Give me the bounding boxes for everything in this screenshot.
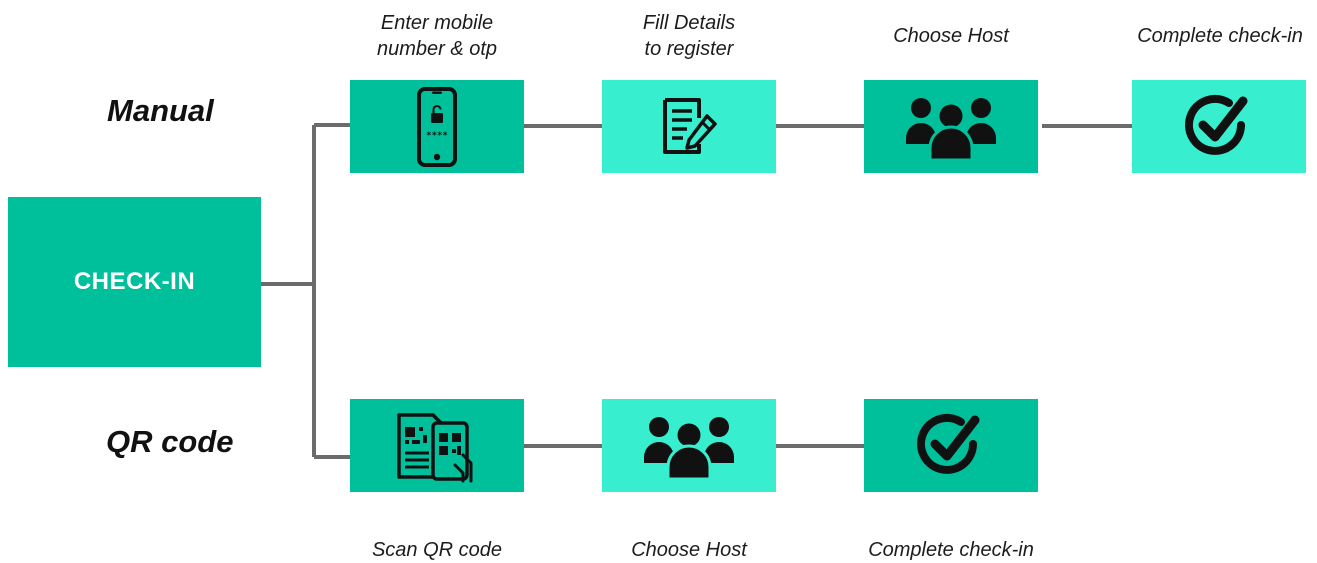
root-node-label: CHECK-IN [73, 268, 196, 295]
manual-step-4-label: Complete check-in [1137, 25, 1303, 47]
manual-step-2-label: Fill Details to register [642, 12, 736, 60]
qr-scan-icon [397, 412, 473, 482]
people-group-icon [906, 97, 996, 161]
manual-step-4-box [1132, 80, 1306, 173]
qr-step-1-box [350, 399, 524, 492]
qr-step-3-box [864, 399, 1038, 492]
branch-label-qr: QR code [106, 424, 234, 459]
qr-step-2-box [602, 399, 776, 492]
manual-step-1-label: Enter mobile number & otp [376, 12, 498, 60]
root-node-checkin: CHECK-IN [8, 197, 261, 367]
people-group-icon [644, 416, 734, 480]
manual-step-3-label: Choose Host [893, 25, 1009, 47]
manual-step-2-box [602, 80, 776, 173]
manual-step-1-box: **** [350, 80, 524, 173]
qr-step-2-label: Choose Host [631, 539, 747, 561]
svg-text:****: **** [426, 131, 448, 141]
check-circle-icon [917, 413, 980, 474]
form-edit-icon [663, 97, 717, 154]
qr-step-1-label: Scan QR code [371, 539, 503, 561]
check-circle-icon [1185, 94, 1248, 155]
branch-label-manual: Manual [107, 93, 214, 128]
qr-step-3-label: Complete check-in [868, 539, 1034, 561]
manual-step-3-box [864, 80, 1038, 173]
mobile-lock-icon: **** [417, 86, 457, 167]
